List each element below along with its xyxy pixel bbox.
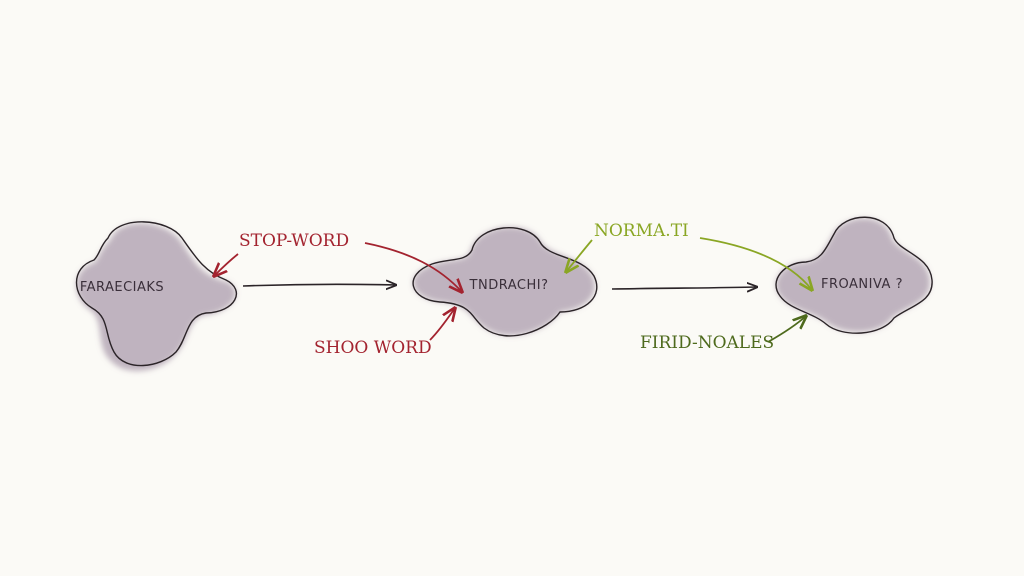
node-tndrachi-outline bbox=[412, 227, 598, 337]
node-faraeciaks-outline bbox=[76, 221, 238, 367]
node-tndrachi-label: TNDRACHI? bbox=[469, 278, 549, 293]
node-tndrachi-wash bbox=[413, 226, 595, 336]
node-faraeciaks: FARAECIAKS bbox=[76, 221, 238, 371]
arrow-shoo-word-to-n2 bbox=[429, 308, 455, 341]
annotation-firid-noales: FIRID-NOALES bbox=[640, 333, 774, 353]
annotation-normati: NORMA.TI bbox=[594, 221, 689, 241]
annotation-stop-word: STOP-WORD bbox=[239, 231, 349, 251]
arrow-normati-to-n2 bbox=[566, 239, 593, 272]
arrow-stop-word-to-n2 bbox=[364, 242, 462, 292]
connector-n2-n3 bbox=[611, 287, 757, 289]
arrow-normati-to-n3 bbox=[699, 237, 812, 290]
annotation-shoo-word: SHOO WORD bbox=[314, 338, 432, 358]
arrow-firid-noales-to-n3 bbox=[767, 316, 806, 343]
node-froaniva-wash bbox=[776, 218, 931, 333]
node-froaniva-label: FROANIVA ? bbox=[821, 277, 903, 292]
node-tndrachi: TNDRACHI? bbox=[412, 226, 598, 337]
node-faraeciaks-wash bbox=[76, 223, 236, 371]
node-froaniva: FROANIVA ? bbox=[775, 216, 933, 334]
node-faraeciaks-label: FARAECIAKS bbox=[80, 280, 164, 295]
arrow-stop-word-to-n1 bbox=[214, 253, 239, 276]
connector-n1-n2 bbox=[242, 284, 396, 286]
node-froaniva-outline bbox=[775, 216, 933, 334]
